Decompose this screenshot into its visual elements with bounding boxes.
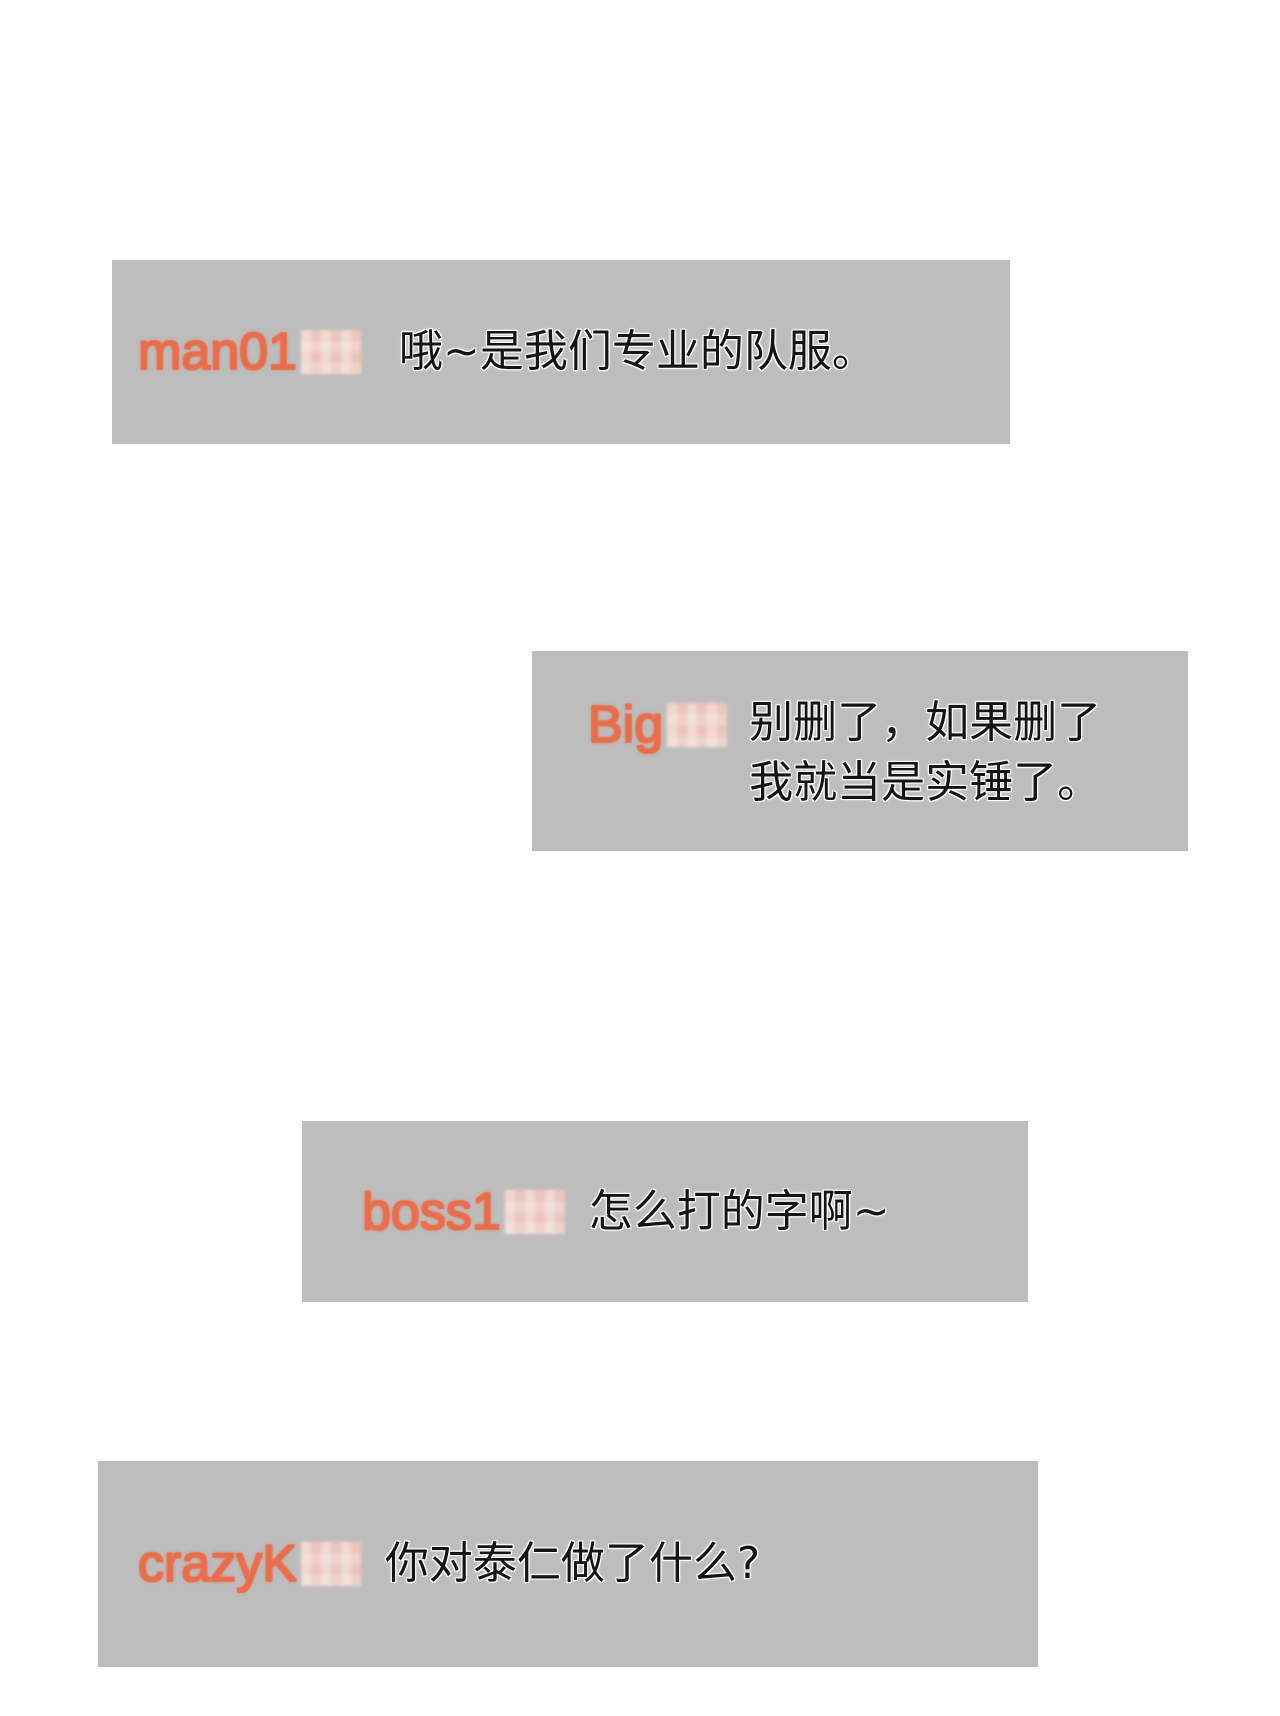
comment-message: 别删了，如果删了 我就当是实锤了。 xyxy=(749,693,1101,813)
comment-bubble: Big 别删了，如果删了 我就当是实锤了。 xyxy=(532,651,1188,851)
comment-message: 你对泰仁做了什么? xyxy=(385,1534,760,1594)
username-blur-mosaic xyxy=(300,1542,361,1586)
comment-message-line: 我就当是实锤了。 xyxy=(749,757,1102,808)
comment-username: man01 xyxy=(138,323,298,381)
comment-message-line: 怎么打的字啊~ xyxy=(588,1185,890,1237)
comment-bubble: man01 哦~是我们专业的队服。 xyxy=(112,260,1010,444)
username-blur-mosaic xyxy=(301,330,361,374)
comment-message: 哦~是我们专业的队服。 xyxy=(399,322,876,382)
comment-bubble: boss1 怎么打的字啊~ xyxy=(302,1121,1028,1302)
comment-bubble: crazyK 你对泰仁做了什么? xyxy=(98,1461,1038,1667)
comment-username: Big xyxy=(588,696,664,754)
comment-message-line: 你对泰仁做了什么? xyxy=(384,1538,761,1589)
comment-username: crazyK xyxy=(138,1535,297,1593)
comment-username: boss1 xyxy=(362,1182,501,1241)
comment-message-line: 哦~是我们专业的队服。 xyxy=(399,326,876,377)
comment-message-line: 别删了，如果删了 xyxy=(749,697,1102,748)
username-blur-mosaic xyxy=(504,1189,565,1234)
comment-message: 怎么打的字啊~ xyxy=(589,1182,890,1242)
username-blur-mosaic xyxy=(667,703,728,747)
